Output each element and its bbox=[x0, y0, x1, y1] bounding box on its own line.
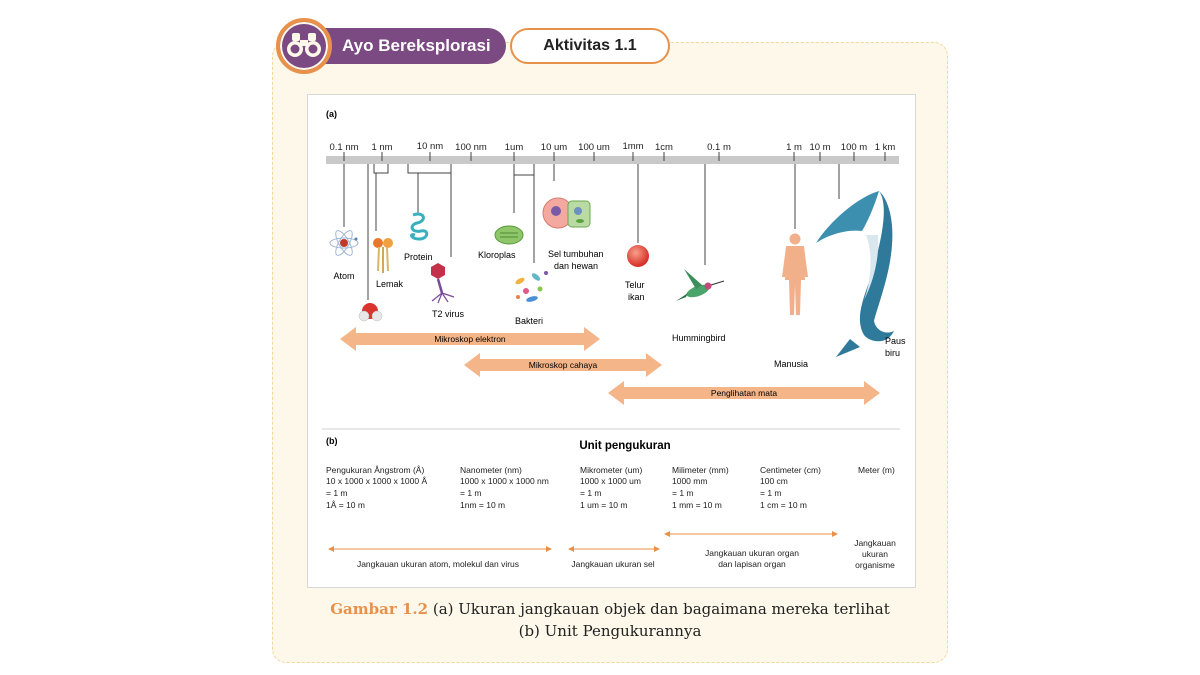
unit-centimeter-power: 1 cm = 10 m bbox=[760, 500, 807, 510]
range-arrow-elektron bbox=[340, 327, 600, 351]
unit-milimeter-result: = 1 m bbox=[672, 488, 694, 498]
previous-text-strip bbox=[290, 0, 910, 10]
range-arrow-mata bbox=[608, 381, 880, 405]
span-label-organ-1: Jangkauan ukuran organ bbox=[705, 548, 799, 558]
unit-angstrom-name: Pengukuran Ångstrom (Å) bbox=[326, 465, 424, 475]
tick-label: 1cm bbox=[655, 142, 673, 153]
hummingbird-icon bbox=[676, 269, 725, 301]
hummingbird-label: Hummingbird bbox=[672, 333, 726, 343]
caption-line-2: (b) Unit Pengukurannya bbox=[518, 622, 702, 640]
unit-angstrom-power: 1Å = 10 m bbox=[326, 500, 365, 510]
sel-label-1: Sel tumbuhan bbox=[548, 249, 604, 259]
lemak-label: Lemak bbox=[376, 279, 404, 289]
range-arrow-cahaya bbox=[464, 353, 662, 377]
manusia-label: Manusia bbox=[774, 359, 808, 369]
protein-icon bbox=[410, 212, 429, 241]
tick-label: 100 m bbox=[841, 142, 867, 153]
kloroplas-label: Kloroplas bbox=[478, 250, 516, 260]
cell-icon bbox=[542, 197, 591, 229]
telur-label-1: Telur bbox=[625, 280, 645, 290]
protein-label: Protein bbox=[404, 252, 433, 262]
span-label-organisme-3: organisme bbox=[855, 560, 895, 570]
panel-a-label: (a) bbox=[326, 109, 337, 119]
unit-milimeter-power: 1 mm = 10 m bbox=[672, 500, 722, 510]
unit-centimeter-name: Centimeter (cm) bbox=[760, 465, 821, 475]
tick-label: 0.1 nm bbox=[329, 142, 358, 153]
unit-nanometer-name: Nanometer (nm) bbox=[460, 465, 522, 475]
unit-angstrom-eq: 10 x 1000 x 1000 x 1000 Å bbox=[326, 476, 427, 486]
unit-nanometer-power: 1nm = 10 m bbox=[460, 500, 505, 510]
unit-mikrometer-eq: 1000 x 1000 um bbox=[580, 476, 641, 486]
span-label-organisme-2: ukuran bbox=[862, 549, 888, 559]
figure-caption: Gambar 1.2 (a) Ukuran jangkauan objek da… bbox=[272, 598, 948, 642]
unit-angstrom-result: = 1 m bbox=[326, 488, 348, 498]
scale-bar bbox=[326, 156, 899, 164]
tick-label: 1 km bbox=[875, 142, 896, 153]
tick-label: 0.1 m bbox=[707, 142, 731, 153]
range-label-cahaya: Mikroskop cahaya bbox=[529, 360, 598, 370]
paus-label-1: Paus bbox=[885, 336, 906, 346]
unit-centimeter-eq: 100 cm bbox=[760, 476, 788, 486]
unit-nanometer-result: = 1 m bbox=[460, 488, 482, 498]
unit-centimeter-result: = 1 m bbox=[760, 488, 782, 498]
span-label-atom: Jangkauan ukuran atom, molekul dan virus bbox=[357, 559, 519, 569]
unit-mikrometer-power: 1 um = 10 m bbox=[580, 500, 627, 510]
atom-label: Atom bbox=[333, 271, 354, 281]
virus-label: T2 virus bbox=[432, 309, 465, 319]
caption-line-1: (a) Ukuran jangkauan objek dan bagaimana… bbox=[432, 600, 890, 618]
size-scale-figure: (a) 0.1 nm 1 nm 10 nm 100 nm 1um 10 um 1… bbox=[307, 94, 916, 588]
lipid-icon bbox=[373, 238, 393, 273]
tick-label: 1 m bbox=[786, 142, 802, 153]
chloroplast-icon bbox=[494, 225, 524, 245]
fish-egg-icon bbox=[627, 245, 649, 267]
range-label-mata: Penglihatan mata bbox=[711, 388, 777, 398]
tick-label: 1 nm bbox=[371, 142, 392, 153]
span-label-organ-2: dan lapisan organ bbox=[718, 559, 786, 569]
bacteria-icon bbox=[515, 271, 548, 302]
unit-nanometer-eq: 1000 x 1000 x 1000 nm bbox=[460, 476, 549, 486]
unit-milimeter-name: Milimeter (mm) bbox=[672, 465, 729, 475]
paus-label-2: biru bbox=[885, 348, 900, 358]
span-label-sel: Jangkauan ukuran sel bbox=[571, 559, 654, 569]
span-label-organisme-1: Jangkauan bbox=[854, 538, 896, 548]
virus-icon bbox=[431, 263, 455, 304]
human-icon bbox=[782, 233, 808, 315]
panel-b-label: (b) bbox=[326, 436, 338, 446]
sel-label-2: dan hewan bbox=[554, 261, 598, 271]
unit-meter-name: Meter (m) bbox=[858, 465, 895, 475]
binoculars-icon bbox=[276, 18, 332, 74]
tick-label: 100 um bbox=[578, 142, 610, 153]
units-title: Unit pengukuran bbox=[579, 440, 670, 452]
tick-label: 1mm bbox=[622, 141, 643, 152]
tick-label: 100 nm bbox=[455, 142, 487, 153]
unit-mikrometer-result: = 1 m bbox=[580, 488, 602, 498]
atom-icon bbox=[329, 230, 359, 256]
activity-label: Aktivitas 1.1 bbox=[510, 28, 670, 64]
range-label-elektron: Mikroskop elektron bbox=[434, 334, 506, 344]
caption-label: Gambar 1.2 bbox=[330, 600, 429, 618]
tick-label: 10 m bbox=[809, 142, 830, 153]
telur-label-2: ikan bbox=[628, 292, 645, 302]
unit-mikrometer-name: Mikrometer (um) bbox=[580, 465, 643, 475]
tick-label: 10 um bbox=[541, 142, 567, 153]
unit-milimeter-eq: 1000 mm bbox=[672, 476, 707, 486]
bakteri-label: Bakteri bbox=[515, 316, 543, 326]
tick-label: 1um bbox=[505, 142, 524, 153]
water-molecule-icon bbox=[358, 303, 383, 322]
blue-whale-icon bbox=[816, 191, 894, 357]
tick-label: 10 nm bbox=[417, 141, 443, 152]
